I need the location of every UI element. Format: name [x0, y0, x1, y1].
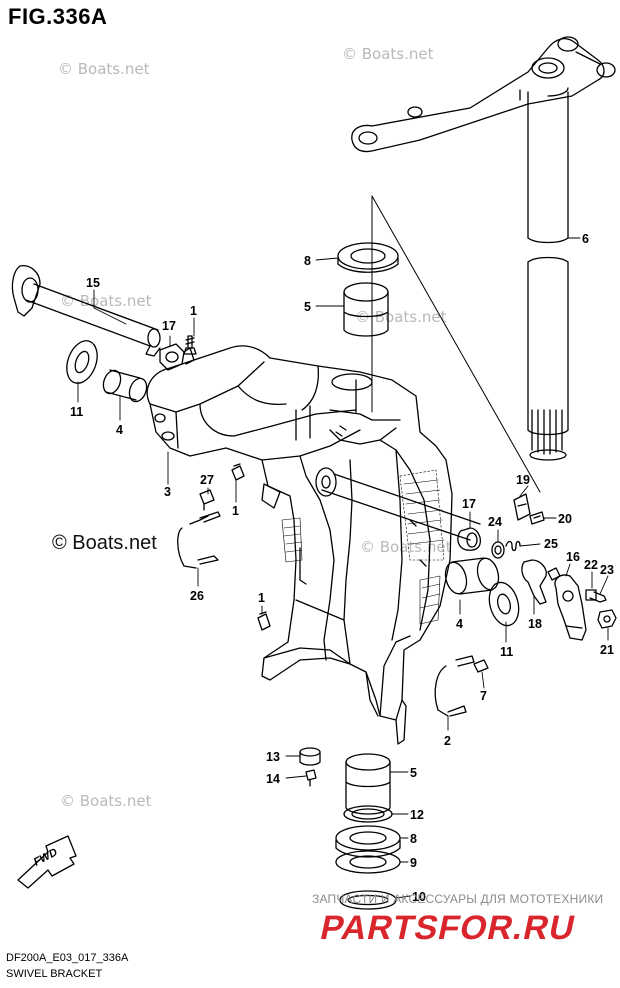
swivel-bracket-body — [146, 345, 453, 745]
washer-right — [488, 581, 520, 627]
figure-title: FIG.336A — [8, 4, 108, 29]
fwd-arrow-icon — [17, 835, 77, 889]
bolt-14 — [305, 769, 317, 787]
bush-right — [444, 557, 500, 595]
callout-19: 19 — [516, 473, 530, 487]
thrust-washer-lower — [335, 825, 401, 858]
callout-9: 9 — [410, 856, 417, 870]
promo-text: ЗАПЧАСТИ И АКСЕССУАРЫ ДЛЯ МОТОТЕХНИКИ — [312, 892, 604, 906]
callout-17: 17 — [462, 497, 476, 511]
callout-17: 17 — [162, 319, 176, 333]
callout-5: 5 — [410, 766, 417, 780]
watermark: © Boats.net — [60, 792, 152, 810]
callout-8: 8 — [410, 832, 417, 846]
lever-18 — [521, 559, 561, 605]
callout-22: 22 — [584, 558, 598, 572]
bush-left — [102, 369, 148, 403]
steering-arm — [351, 36, 616, 153]
model-code: DF200A_E03_017_336A — [6, 952, 129, 964]
collar-24 — [491, 541, 505, 559]
callout-23: 23 — [600, 563, 614, 577]
callout-13: 13 — [266, 750, 280, 764]
watermark: © Boats.net — [60, 292, 152, 310]
watermark: © Boats.net — [360, 538, 452, 556]
callout-1: 1 — [190, 304, 197, 318]
bolt-27 — [199, 489, 215, 511]
callout-15: 15 — [86, 276, 100, 290]
tube-right — [315, 467, 481, 541]
callout-7: 7 — [480, 689, 487, 703]
watermark: © Boats.net — [355, 308, 447, 326]
nut-21 — [597, 609, 617, 629]
callout-18: 18 — [528, 617, 542, 631]
callout-4: 4 — [456, 617, 463, 631]
earth-wire-26 — [177, 511, 221, 569]
bolt-20 — [529, 511, 545, 525]
callout-6: 6 — [582, 232, 589, 246]
cap-13 — [299, 747, 321, 766]
callout-24: 24 — [488, 515, 502, 529]
circlip-10 — [339, 890, 397, 910]
callout-4: 4 — [116, 423, 123, 437]
callout-26: 26 — [190, 589, 204, 603]
washer-left — [66, 340, 98, 384]
watermark: © Boats.net — [58, 60, 150, 78]
bracket-hatching — [281, 469, 445, 625]
grease-nipple-1a — [231, 463, 245, 481]
copyright-notice: © Boats.net — [52, 532, 157, 554]
callout-27: 27 — [200, 473, 214, 487]
callout-10: 10 — [412, 890, 426, 904]
tilt-tube — [11, 265, 161, 357]
nut-17-right — [457, 527, 482, 551]
spring-25 — [505, 540, 521, 552]
callout-20: 20 — [558, 512, 572, 526]
bolt-1-top — [183, 335, 197, 355]
callout-16: 16 — [566, 550, 580, 564]
bolt-7 — [473, 659, 489, 673]
callout-21: 21 — [600, 643, 614, 657]
bush-lower — [345, 753, 391, 815]
grease-nipple-1b — [257, 611, 271, 631]
washer-9 — [335, 850, 401, 874]
callout-1: 1 — [232, 504, 239, 518]
callout-25: 25 — [544, 537, 558, 551]
bush-upper — [343, 282, 389, 337]
callout-3: 3 — [164, 485, 171, 499]
partsfor-logo: PARTSFOR.RU — [317, 909, 579, 947]
callout-8: 8 — [304, 254, 311, 268]
callout-11: 11 — [70, 405, 83, 419]
callout-12: 12 — [410, 808, 424, 822]
brand-logo-text: PARTSFOR.RU — [317, 909, 579, 947]
earth-wire-2 — [434, 655, 475, 717]
callout-2: 2 — [444, 734, 451, 748]
callout-1: 1 — [258, 591, 265, 605]
lock-plate-19 — [513, 493, 531, 521]
callout-leaders — [77, 237, 609, 899]
callout-11: 11 — [500, 645, 513, 659]
section-name: SWIVEL BRACKET — [6, 968, 103, 980]
watermark: © Boats.net — [342, 45, 434, 63]
callout-labels: 1 1 1 1 2 3 4 4 5 5 6 7 8 8 9 10 11 11 1… — [32, 232, 614, 904]
cotter-pin-23 — [589, 591, 607, 603]
tilt-lock-16 — [554, 574, 587, 641]
steering-shaft — [527, 87, 569, 461]
thrust-washer-upper — [337, 242, 399, 273]
callout-14: 14 — [266, 772, 280, 786]
callout-5: 5 — [304, 300, 311, 314]
